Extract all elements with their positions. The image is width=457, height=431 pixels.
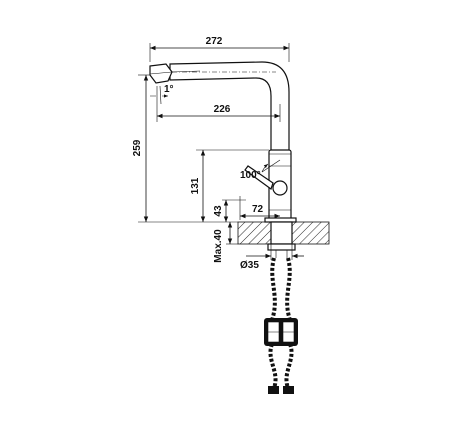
dimension-max40-label: Max.40	[213, 229, 224, 263]
mounting-nut	[267, 243, 296, 251]
dimension-overall-width: 272	[149, 36, 290, 62]
dimension-259-label: 259	[132, 139, 143, 156]
dimension-1deg-label: 1°	[164, 84, 174, 95]
lever	[244, 165, 274, 190]
dimension-lever-angle: 100°	[240, 159, 281, 181]
dimension-131-label: 131	[190, 177, 201, 194]
hose-fitting-right	[283, 386, 294, 394]
dimension-lever-height: 43	[213, 199, 246, 222]
dimension-tilt-angle: 1°	[150, 84, 174, 105]
dimension-spout-height: 131	[190, 149, 269, 222]
dimension-reach: 226	[156, 104, 281, 122]
dimension-d35-label: Ø35	[240, 260, 259, 271]
shank	[270, 221, 293, 245]
countertop-left-slab	[237, 221, 272, 245]
dimension-total-height: 259	[132, 74, 238, 223]
base-plate	[264, 217, 297, 223]
dimension-72-label: 72	[252, 204, 264, 215]
dimension-counter-thickness: Max.40	[213, 222, 238, 263]
dimension-hole-diameter: Ø35	[240, 244, 304, 271]
hose-right	[284, 257, 294, 389]
dimension-100deg-label: 100°	[240, 170, 261, 181]
braided-hose	[264, 257, 298, 394]
dimension-lever-offset: 72	[239, 196, 280, 220]
dimension-43-label: 43	[213, 205, 224, 217]
lever-knob	[272, 180, 288, 196]
dimension-226-label: 226	[214, 104, 231, 115]
hose-left	[268, 257, 278, 389]
dimension-272-label: 272	[206, 36, 223, 47]
countertop	[237, 221, 330, 245]
hose-fitting-left	[268, 386, 279, 394]
countertop-right-slab	[291, 221, 330, 245]
